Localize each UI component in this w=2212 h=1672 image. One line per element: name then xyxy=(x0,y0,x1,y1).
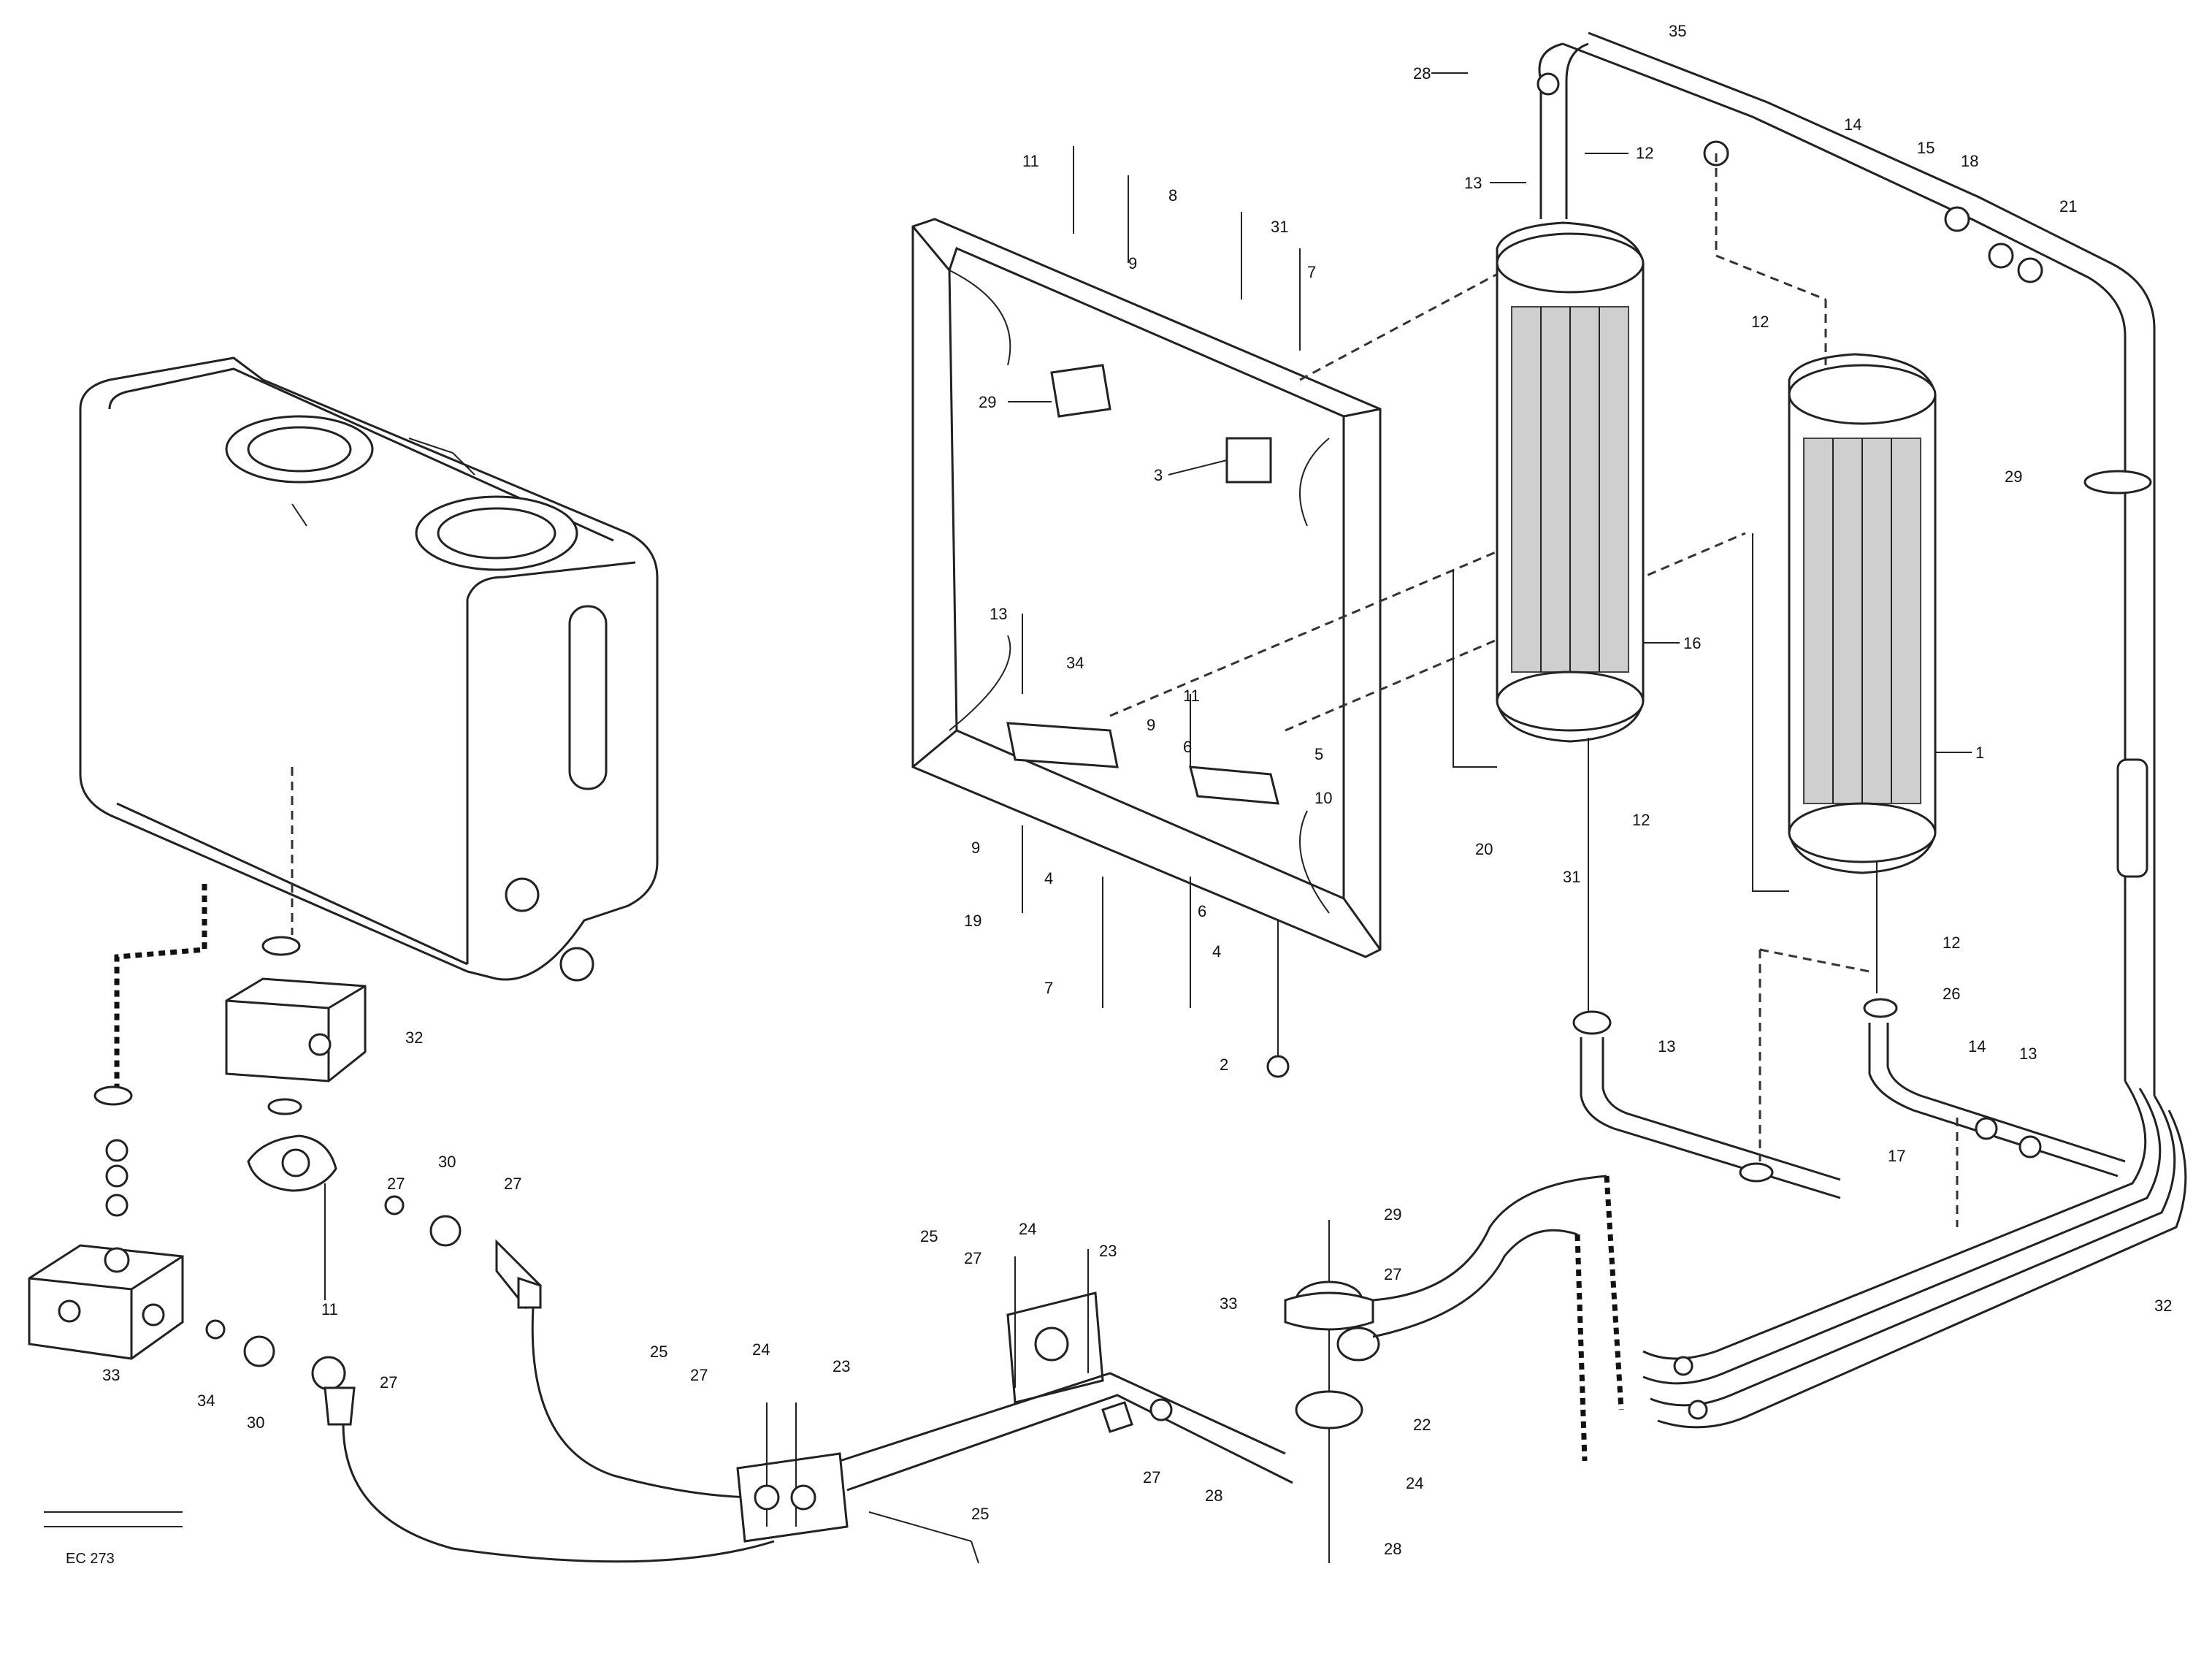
callout-label: 27 xyxy=(504,1175,521,1193)
callout-label: 18 xyxy=(1961,152,1978,170)
callout-label: 27 xyxy=(1384,1265,1401,1283)
callout-label: 28 xyxy=(1205,1486,1222,1505)
callout-label: 27 xyxy=(690,1366,708,1384)
frame-to-cooler-axis-1 xyxy=(1299,269,1505,381)
callout-label: 24 xyxy=(1019,1220,1036,1238)
callout-label: 24 xyxy=(1406,1474,1423,1492)
callout-label: 28 xyxy=(1413,64,1431,83)
callout-label: 3 xyxy=(1154,466,1163,484)
callout-label: 5 xyxy=(1314,745,1323,763)
callout-label: 23 xyxy=(1099,1242,1117,1260)
callout-label: 27 xyxy=(964,1249,981,1267)
callout-label: 30 xyxy=(247,1413,264,1432)
callout-label: 29 xyxy=(2005,467,2022,486)
callout-label: 32 xyxy=(405,1028,423,1047)
callout-label: 23 xyxy=(833,1357,850,1375)
hose-left-lower xyxy=(342,1424,775,1563)
callout-label: 34 xyxy=(197,1392,215,1410)
hose-left-upper xyxy=(531,1307,760,1499)
top-pipe-assembly xyxy=(1536,31,2156,1096)
callout-label: 13 xyxy=(1658,1037,1675,1056)
callout-labels: 28 35 12 13 11 8 31 7 9 29 3 13 34 11 9 … xyxy=(102,22,2172,1558)
callout-label: 11 xyxy=(1022,152,1039,170)
callout-label: 14 xyxy=(1844,115,1861,134)
callout-label: 6 xyxy=(1183,738,1192,756)
frame-fasteners xyxy=(1022,146,1301,1078)
filter-block-upper xyxy=(225,936,367,1300)
dashed-hose-route-1 xyxy=(1604,1175,1624,1410)
callout-label: 14 xyxy=(1968,1037,1986,1056)
reference-stamp: EC 273 xyxy=(44,1511,183,1567)
callout-label: 4 xyxy=(1212,942,1221,961)
callout-label: 2 xyxy=(1220,1056,1228,1074)
callout-label: 15 xyxy=(1917,139,1934,157)
callout-label: 19 xyxy=(964,912,981,930)
callout-label: 27 xyxy=(387,1175,405,1193)
callout-label: 9 xyxy=(971,839,980,857)
dashed-hose-route-2 xyxy=(1574,1234,1588,1462)
callout-label: 27 xyxy=(380,1373,397,1392)
callout-label: 26 xyxy=(1943,985,1960,1003)
callout-label: 12 xyxy=(1636,144,1653,162)
cooler-mount-bracket xyxy=(1752,533,1789,892)
callout-label: 25 xyxy=(971,1505,989,1523)
hydraulic-tank xyxy=(79,356,659,982)
cooler-frame xyxy=(911,218,1382,958)
callout-label: 9 xyxy=(1128,254,1137,272)
callout-label: 11 xyxy=(321,1300,338,1318)
callout-label: 13 xyxy=(2019,1045,2037,1063)
return-pipes xyxy=(1572,738,2126,1227)
callout-label: 30 xyxy=(438,1153,456,1171)
callout-label: 35 xyxy=(1669,22,1686,40)
callout-label: 21 xyxy=(2059,197,2077,215)
callout-label: 31 xyxy=(1563,868,1580,886)
left-fittings xyxy=(205,1195,542,1426)
callout-label: 7 xyxy=(1044,979,1053,997)
filter-block-lower xyxy=(28,1085,184,1360)
callout-label: 25 xyxy=(920,1227,938,1245)
callout-label: 34 xyxy=(1066,654,1084,672)
callout-label: 7 xyxy=(1307,263,1316,281)
callout-label: 33 xyxy=(1220,1294,1237,1313)
callout-label: 31 xyxy=(1271,218,1288,236)
lower-hose-bundle xyxy=(1642,1080,2187,1429)
callout-label: 28 xyxy=(1384,1540,1401,1558)
callout-label: 11 xyxy=(1183,687,1200,705)
callout-label: 20 xyxy=(1475,840,1493,858)
tank-drain-line xyxy=(114,884,207,1103)
callout-label: 29 xyxy=(979,393,996,411)
callout-label: 13 xyxy=(990,605,1007,623)
oil-cooler-left xyxy=(1496,221,1645,743)
callout-label: 12 xyxy=(1751,313,1769,331)
callout-label: 12 xyxy=(1943,934,1960,952)
callout-label: 1 xyxy=(1975,744,1984,762)
callout-label: 17 xyxy=(1888,1147,1905,1165)
callout-label: 22 xyxy=(1413,1416,1431,1434)
cooler-mount-bracket-left xyxy=(1453,570,1497,768)
callout-label: 4 xyxy=(1044,869,1053,887)
reference-code: EC 273 xyxy=(66,1551,115,1567)
callout-label: 27 xyxy=(1143,1468,1160,1486)
callout-label: 33 xyxy=(102,1366,120,1384)
callout-label: 12 xyxy=(1632,811,1650,829)
callout-label: 6 xyxy=(1198,902,1206,920)
callout-label: 29 xyxy=(1384,1205,1401,1224)
callout-label: 24 xyxy=(752,1340,770,1359)
callout-label: 32 xyxy=(2154,1297,2172,1315)
callout-label: 8 xyxy=(1168,186,1177,205)
oil-cooler-right xyxy=(1788,353,1937,874)
callout-label: 25 xyxy=(650,1343,667,1361)
callout-label: 10 xyxy=(1314,789,1332,807)
callout-label: 13 xyxy=(1464,174,1482,192)
callout-label: 16 xyxy=(1683,634,1701,652)
callout-label: 9 xyxy=(1147,716,1155,734)
bottom-valve-assembly xyxy=(736,1175,1607,1564)
